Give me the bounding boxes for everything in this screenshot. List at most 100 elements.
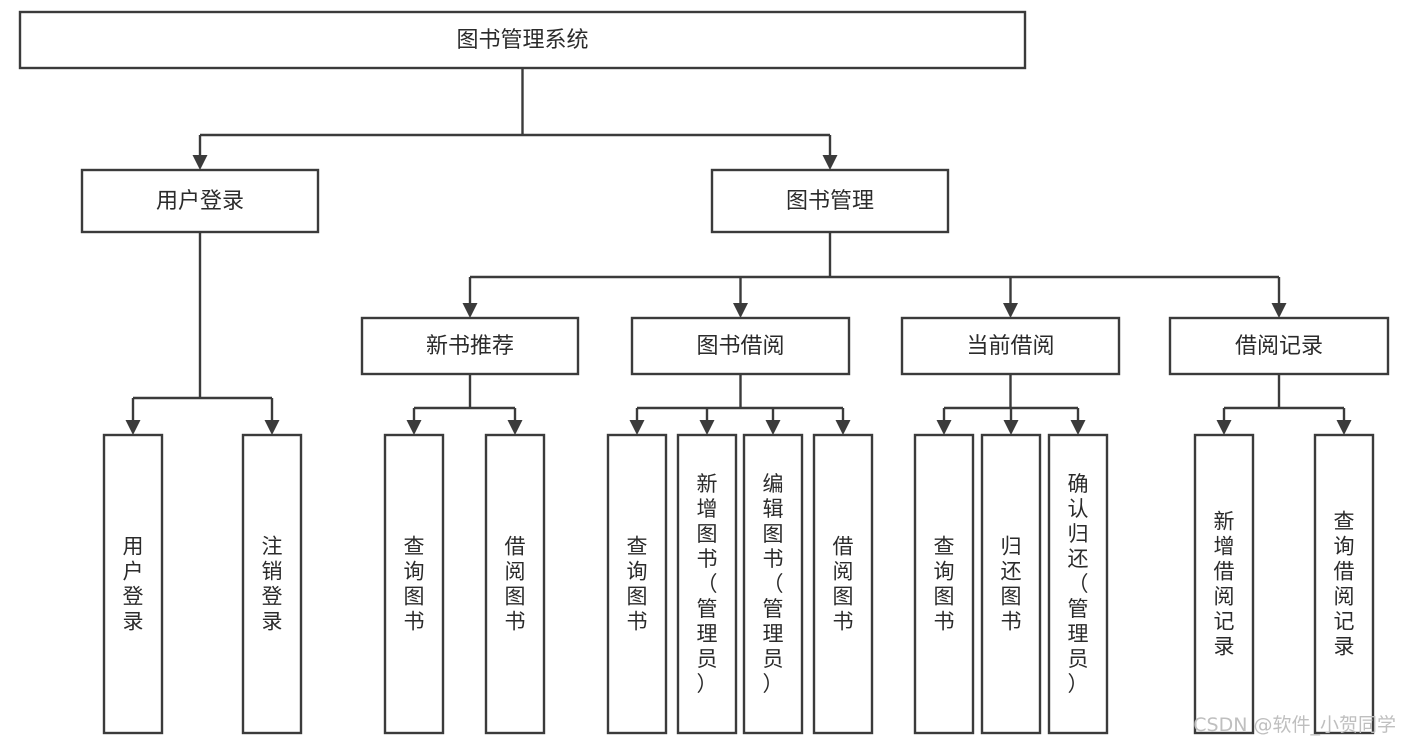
node-label: 查询借阅记录 (1334, 510, 1355, 659)
node-label: 编辑图书（管理员） (763, 472, 784, 696)
node-label-char: 书 (1001, 610, 1022, 634)
child-link-arrowhead (822, 155, 838, 170)
node-图书借阅-level3[interactable]: 图书借阅 (630, 316, 851, 376)
csdn-watermark: CSDN @软件_小贺同学 (1193, 714, 1396, 736)
node-label-char: 查 (934, 535, 955, 559)
node-layer: 图书管理系统用户登录图书管理新书推荐图书借阅当前借阅借阅记录用户登录注销登录查询… (18, 10, 1390, 735)
node-label-char: 增 (697, 497, 718, 521)
node-label-char: 书 (697, 547, 718, 571)
node-label-char: 图 (404, 585, 425, 609)
node-label-char: 新 (697, 472, 718, 496)
node-label-char: 图 (697, 522, 718, 546)
node-label-char: 管 (1068, 597, 1089, 621)
node-借阅图书-leaf[interactable]: 借阅图书 (484, 433, 546, 735)
node-用户登录-leaf[interactable]: 用户登录 (102, 433, 164, 735)
node-当前借阅-level3[interactable]: 当前借阅 (900, 316, 1121, 376)
node-label-char: 书 (833, 610, 854, 634)
node-label-char: 询 (934, 560, 955, 584)
node-label-char: 录 (262, 610, 283, 634)
node-label-char: 查 (404, 535, 425, 559)
child-link-arrowhead (264, 420, 280, 435)
node-label-char: ） (697, 672, 718, 696)
node-border (812, 433, 874, 735)
child-link-arrowhead (699, 420, 715, 435)
node-label-char: 销 (262, 560, 283, 584)
node-图书管理-level2[interactable]: 图书管理 (710, 168, 950, 234)
node-label-char: 户 (123, 560, 144, 584)
node-border (80, 168, 320, 234)
node-确认归还管理员-leaf[interactable]: 确认归还（管理员） (1047, 433, 1109, 735)
node-label: 用户登录 (156, 189, 244, 214)
node-label-char: 图 (505, 585, 526, 609)
node-border (1193, 433, 1255, 735)
node-查询图书-leaf[interactable]: 查询图书 (913, 433, 975, 735)
node-借阅记录-level3[interactable]: 借阅记录 (1168, 316, 1390, 376)
node-border (484, 433, 546, 735)
node-label: 新增借阅记录 (1214, 510, 1235, 659)
node-label-char: 还 (1001, 560, 1022, 584)
node-新增借阅记录-leaf[interactable]: 新增借阅记录 (1193, 433, 1255, 735)
child-link-arrowhead (192, 155, 208, 170)
node-归还图书-leaf[interactable]: 归还图书 (980, 433, 1042, 735)
node-label-char: 询 (1334, 535, 1355, 559)
node-label-char: 询 (404, 560, 425, 584)
node-border (676, 433, 738, 735)
node-border (102, 433, 164, 735)
node-label-char: （ (763, 572, 784, 596)
node-查询图书-leaf[interactable]: 查询图书 (383, 433, 445, 735)
node-label-char: 归 (1068, 522, 1089, 546)
node-border (710, 168, 950, 234)
node-border (1168, 316, 1390, 376)
node-border (900, 316, 1121, 376)
node-label-char: 借 (1334, 560, 1355, 584)
node-label-char: 理 (763, 622, 784, 646)
node-label-char: ） (763, 672, 784, 696)
node-label-char: 员 (697, 647, 718, 671)
node-label-char: 确 (1068, 472, 1089, 496)
child-link-arrowhead (507, 420, 523, 435)
node-label-char: 借 (505, 535, 526, 559)
node-查询图书-leaf[interactable]: 查询图书 (606, 433, 668, 735)
node-label-char: 记 (1214, 610, 1235, 634)
node-label-char: 记 (1334, 610, 1355, 634)
node-图书管理系统-root[interactable]: 图书管理系统 (18, 10, 1027, 70)
node-label: 借阅图书 (505, 535, 526, 634)
node-label-char: 还 (1068, 547, 1089, 571)
node-label-char: 书 (404, 610, 425, 634)
node-label-char: 录 (1334, 635, 1355, 659)
node-label-char: 归 (1001, 535, 1022, 559)
node-用户登录-level2[interactable]: 用户登录 (80, 168, 320, 234)
child-link-arrowhead (765, 420, 781, 435)
node-新增图书管理员-leaf[interactable]: 新增图书（管理员） (676, 433, 738, 735)
node-新书推荐-level3[interactable]: 新书推荐 (360, 316, 580, 376)
node-label: 查询图书 (627, 535, 648, 634)
node-label-char: 登 (123, 585, 144, 609)
node-label-char: 阅 (1214, 585, 1235, 609)
node-查询借阅记录-leaf[interactable]: 查询借阅记录 (1313, 433, 1375, 735)
node-编辑图书管理员-leaf[interactable]: 编辑图书（管理员） (742, 433, 804, 735)
node-border (383, 433, 445, 735)
node-border (360, 316, 580, 376)
node-label-char: 借 (833, 535, 854, 559)
node-border (630, 316, 851, 376)
child-link-arrowhead (629, 420, 645, 435)
node-注销登录-leaf[interactable]: 注销登录 (241, 433, 303, 735)
child-link-arrowhead (1003, 420, 1019, 435)
node-label: 借阅记录 (1235, 334, 1323, 359)
node-label-char: 图 (934, 585, 955, 609)
child-link-arrowhead (1070, 420, 1086, 435)
node-label-char: 图 (1001, 585, 1022, 609)
node-label: 图书借阅 (696, 334, 784, 359)
node-借阅图书-leaf[interactable]: 借阅图书 (812, 433, 874, 735)
node-label-char: 用 (123, 535, 144, 559)
node-label-char: 理 (1068, 622, 1089, 646)
node-label-char: 新 (1214, 510, 1235, 534)
node-label: 新增图书（管理员） (697, 472, 718, 696)
node-border (1313, 433, 1375, 735)
child-link-arrowhead (835, 420, 851, 435)
child-link-arrowhead (125, 420, 141, 435)
node-label-char: 图 (833, 585, 854, 609)
node-border (742, 433, 804, 735)
child-link-arrowhead (733, 303, 748, 318)
